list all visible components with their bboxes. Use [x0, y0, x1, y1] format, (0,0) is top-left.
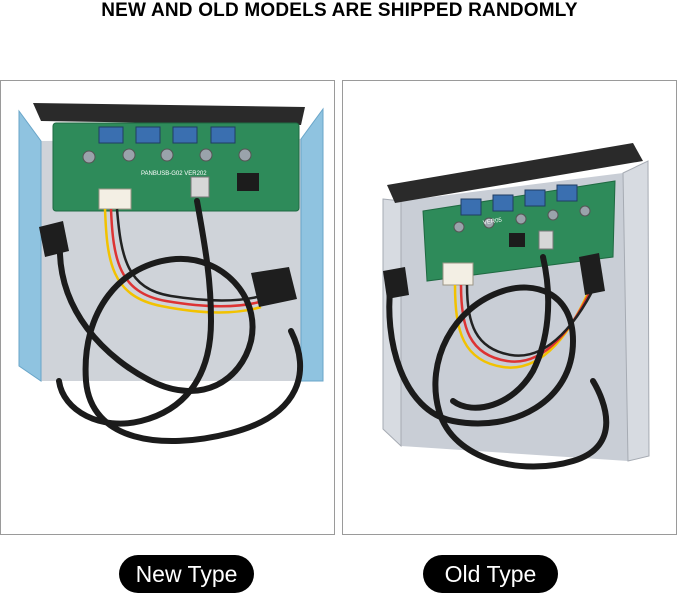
- capacitors: [82, 148, 252, 164]
- new-type-product-image: [18, 103, 324, 445]
- usb-cable-second: [450, 254, 552, 411]
- controller-chip: [237, 173, 259, 191]
- molex-connector: [98, 188, 132, 210]
- right-side-wall: [622, 160, 650, 462]
- capacitors: [453, 205, 591, 233]
- black-wire: [115, 208, 266, 302]
- new-type-photo: PANBUSB-G02 VER202: [0, 80, 335, 535]
- right-side-wall: [300, 107, 324, 382]
- old-type-photo: VER05: [342, 80, 677, 535]
- molex-connector: [442, 262, 474, 286]
- usb-header-connector: [383, 267, 409, 299]
- usb-ports: [98, 126, 236, 144]
- yellow-wire: [103, 208, 262, 314]
- usb-cable-second: [56, 198, 215, 427]
- headline: NEW AND OLD MODELS ARE SHIPPED RANDOMLY: [101, 0, 578, 21]
- front-bezel: [33, 103, 305, 125]
- new-type-board-label: PANBUSB-G02 VER202: [141, 171, 207, 177]
- black-wire: [465, 272, 603, 357]
- usb-ports: [460, 184, 578, 216]
- usb-cable-loop: [386, 278, 610, 470]
- sata-connector: [579, 253, 605, 295]
- old-type-caption: Old Type: [423, 555, 558, 593]
- left-side-wall: [18, 109, 42, 382]
- red-wire: [109, 208, 264, 308]
- usb-cable-loop: [56, 228, 304, 445]
- usb-header-connector: [39, 221, 69, 257]
- onboard-usb-port: [538, 230, 554, 250]
- onboard-usb-port: [190, 176, 210, 198]
- controller-chip: [509, 233, 525, 247]
- new-type-caption: New Type: [119, 555, 254, 593]
- old-type-product-image: [382, 143, 650, 470]
- sata-connector: [251, 267, 297, 307]
- front-bezel: [387, 143, 643, 203]
